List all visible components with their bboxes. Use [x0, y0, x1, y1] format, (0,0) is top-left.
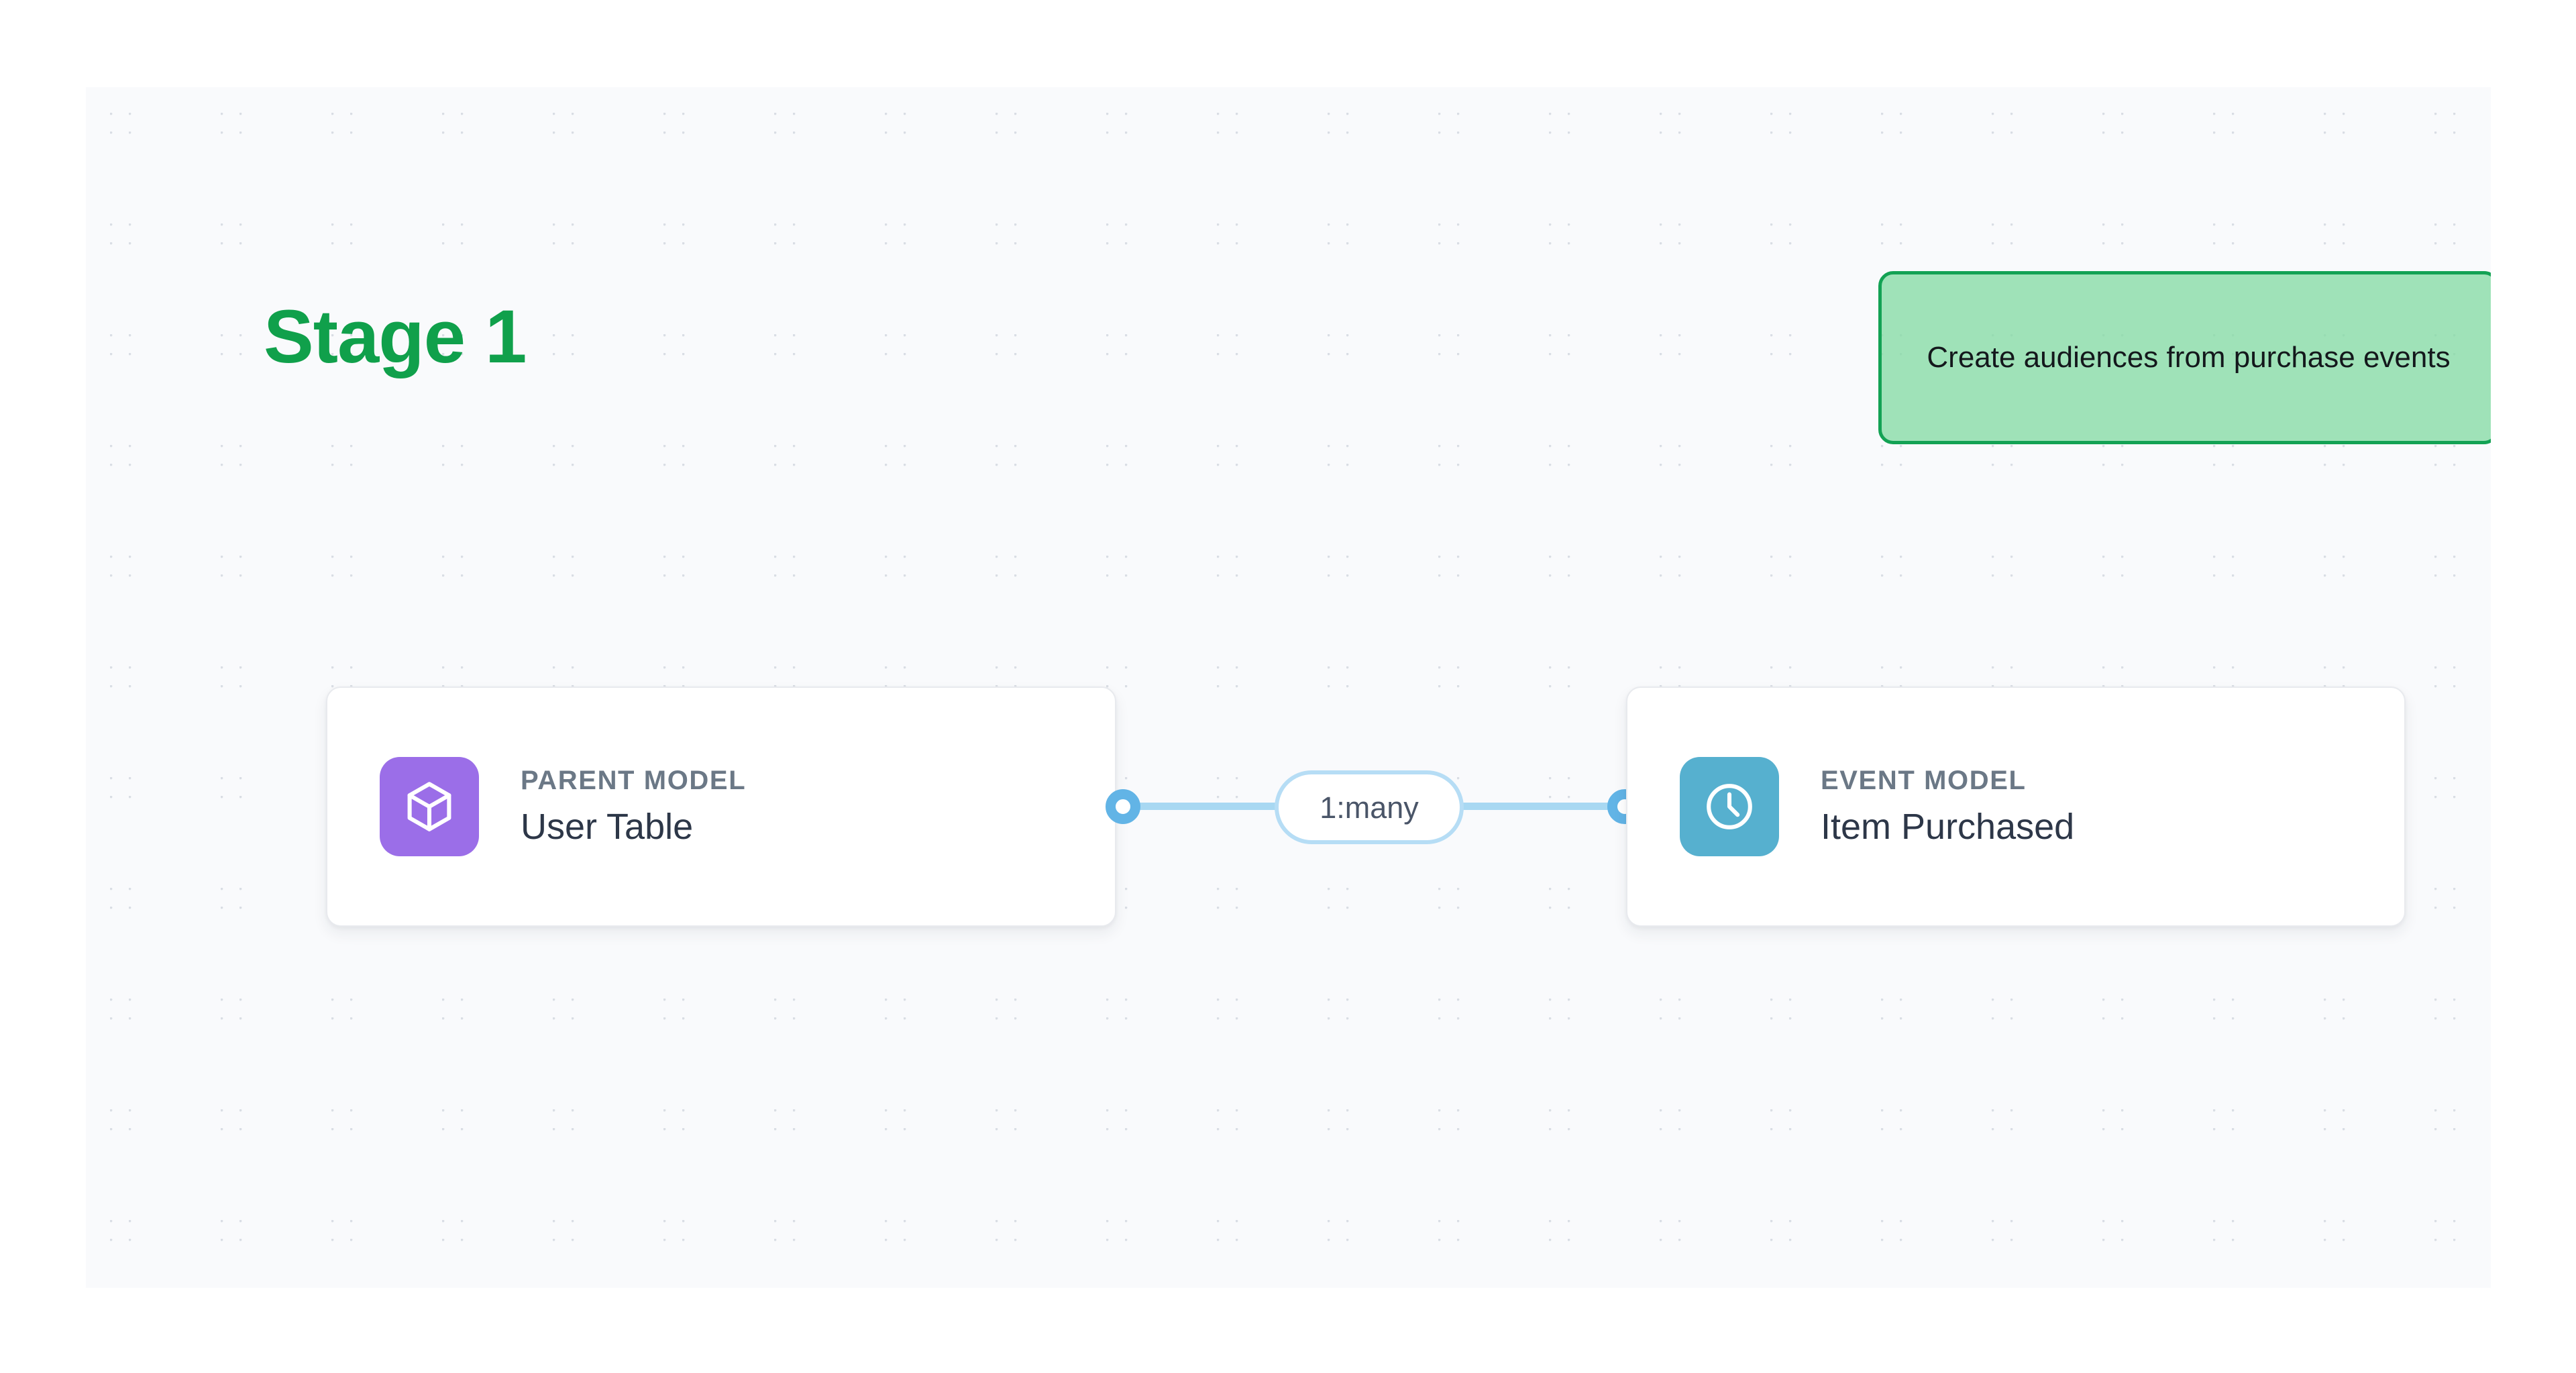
cube-icon: [380, 757, 479, 856]
node-parent-model-text: PARENT MODEL User Table: [521, 766, 746, 847]
connector-endpoint-left[interactable]: [1106, 789, 1140, 824]
node-event-model-name: Item Purchased: [1821, 807, 2075, 848]
node-event-model[interactable]: EVENT MODEL Item Purchased: [1626, 686, 2406, 927]
clock-icon: [1680, 757, 1779, 856]
node-parent-model-name: User Table: [521, 807, 694, 848]
stage-note-text: Create audiences from purchase events: [1927, 341, 2451, 374]
stage-note-badge: Create audiences from purchase events: [1878, 271, 2491, 444]
node-parent-model[interactable]: PARENT MODEL User Table: [326, 686, 1116, 927]
node-event-model-kicker: EVENT MODEL: [1821, 766, 2027, 796]
node-event-model-text: EVENT MODEL Item Purchased: [1821, 766, 2074, 847]
relationship-badge[interactable]: 1:many: [1275, 770, 1464, 844]
diagram-canvas[interactable]: Stage 1 Create audiences from purchase e…: [86, 87, 2491, 1288]
page-title: Stage 1: [264, 295, 527, 378]
relationship-label: 1:many: [1320, 790, 1419, 825]
node-parent-model-kicker: PARENT MODEL: [521, 766, 747, 796]
